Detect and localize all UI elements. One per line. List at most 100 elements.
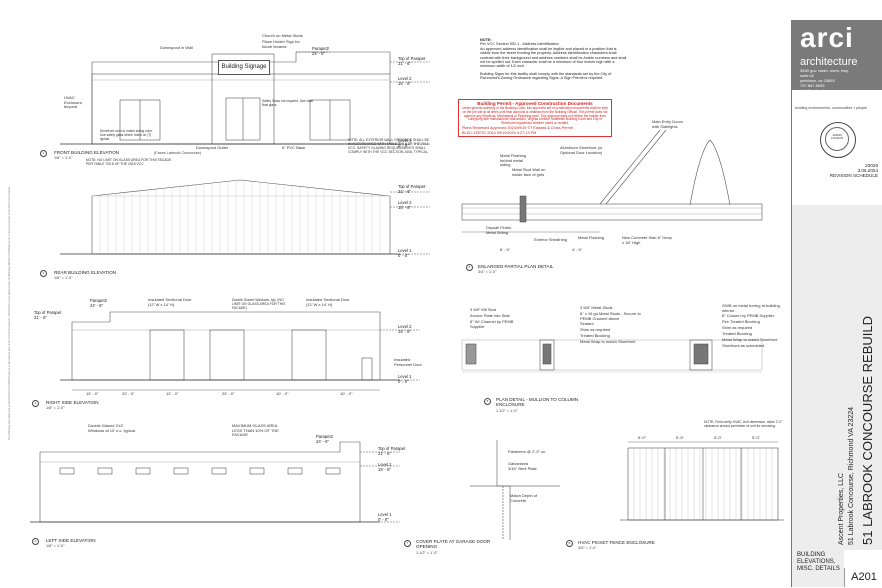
firm-logo: arci architecture 3630 gov. wash. mem. h… <box>792 20 882 93</box>
enlarged-plan-wall <box>461 203 763 221</box>
callout-placeholder-sign: Place Holder Sign for future tenants <box>262 39 300 49</box>
drawing-title-right: RIGHT SIDE ELEVATION <box>46 400 99 405</box>
mullion-right-7: Storefront as scheduled <box>722 343 765 348</box>
callout-insulated-door-2: Insulated Sectional Door (12' W x 14' H) <box>306 297 350 307</box>
callout-aluminum-storefront: Aluminum Storefront (or Optional Door Lo… <box>560 145 603 155</box>
cover-bent-plate <box>496 440 511 540</box>
dim-right-6: 10' - 0" <box>340 391 353 396</box>
dim-enlarged-2: 4' - 6" <box>572 247 583 252</box>
mullion-right-3: Fire Treated Blocking <box>722 319 760 324</box>
dim-right-1: 10' - 0" <box>86 391 99 396</box>
fence-note: NOTE: Field verify HVAC Unit dimension, … <box>704 420 783 428</box>
callout-exterior-sheathing: Exterior Sheathing <box>534 237 567 242</box>
callout-downspout-outlet: Downspout Outlet <box>196 145 228 150</box>
callout-safety-glass: Safety Glass not required. Use clear flo… <box>262 99 314 107</box>
mullion-left-stud <box>465 343 477 365</box>
mullion-right-4: Shim as required <box>722 325 753 330</box>
drawing-number-5: 5 <box>466 264 473 271</box>
dim-fence-2: 5'-0" <box>676 435 684 440</box>
enlarged-storefront-angle <box>599 129 661 205</box>
mullion-right-6: Metal Wrap to match Storefront <box>722 337 778 342</box>
mullion-right-2: 8" Column by PEMB Supplier <box>722 313 775 318</box>
drawing-scale-cover: 1 1/2" = 1'-0" <box>416 551 438 555</box>
drawing-number-3: 3 <box>32 400 39 407</box>
mullion-mid-1: 3 5/8" Metal Studs <box>580 305 613 310</box>
sheet-title: BUILDING ELEVATIONS, MISC. DETAILS <box>792 550 844 587</box>
drawing-title-enlarged: ENLARGED PARTIAL PLAN DETAIL <box>478 264 554 269</box>
drawing-scale-front: 1/8" = 1'-0" <box>54 156 73 160</box>
front-glass-note: NOTE: NO LIMIT ON GLASS AREA FOR THIS FA… <box>86 158 172 166</box>
project-name: 51 LABROOK CONCOURSE REBUILD <box>860 315 875 545</box>
mullion-mid-3: Sealant <box>580 321 594 326</box>
drawing-title-front: FRONT BUILDING ELEVATION <box>54 150 120 155</box>
callout-metal-flashing-2: Metal Flashing <box>578 235 605 240</box>
dim-right-5: 10' - 0" <box>276 391 289 396</box>
dim-enlarged-1: 6' - 6" <box>500 247 511 252</box>
mullion-mid-6: Metal Wrap to match Storefront <box>580 339 636 344</box>
right-door-2 <box>209 329 245 381</box>
callout-metal-flashing: Metal Flashing behind metal siding <box>500 153 527 168</box>
front-opening-note: NOTE: ALL EXTERIOR WALL OPENINGS SHALL B… <box>348 138 430 154</box>
callout-pvc-base: 6" PVC Base <box>282 145 306 150</box>
callout-new-concrete: New Concrete Slab 6" Deep x 18" High <box>622 235 672 245</box>
dim-right-3: 12' - 0" <box>166 391 179 396</box>
rear-siding <box>99 180 381 254</box>
drawing-scale-rear: 1/8" = 1'-0" <box>54 276 73 280</box>
sheet-number: A201 <box>844 568 882 587</box>
architect-seal: JASON LOCKLIN <box>820 122 856 158</box>
right-door-1 <box>149 329 185 381</box>
mullion-left-2: Anchor Plate into Stair <box>470 313 510 318</box>
address-note: NOTE: Per VCC Section 502.1 - Address Id… <box>480 38 627 81</box>
callout-hvac: HVAC Enclosure, beyond <box>64 95 83 110</box>
drawing-number-8: 8 <box>566 540 573 547</box>
front-parapet <box>91 51 391 74</box>
project-code: 23026 3.06.2024 REVISION SCHEDULE <box>829 163 878 178</box>
drawing-number-1: 1 <box>40 150 47 157</box>
callout-double-glazed: Double Glazed Windows, typ. (NO LIMIT ON… <box>232 298 286 310</box>
callout-church-sign: Church on Metal Studs <box>262 33 303 38</box>
drawing-scale-fence: 3/4" = 1'-0" <box>578 546 597 550</box>
drawing-scale-mullion: 1 1/2" = 1'-0" <box>496 409 518 413</box>
mullion-left-1: 3 5/8" Mtl Stud <box>470 307 497 312</box>
firm-tagline: building environments, communities + peo… <box>795 106 868 110</box>
mullion-mid-5: Treated Blocking <box>580 333 610 338</box>
right-wall <box>71 311 381 381</box>
drawing-number-2: 2 <box>40 270 47 277</box>
drawing-title-mullion: PLAN DETAIL - MULLION TO COLUMN ENCLOSUR… <box>496 397 579 407</box>
project-info: Ascent Properties, LLC 51 Labrook Concou… <box>792 205 882 550</box>
drawing-scale-right: 1/8" = 1'-0" <box>46 406 65 410</box>
drawing-scale-enlarged: 3/4" = 1'-0" <box>478 270 497 274</box>
permit-stamp: Building Permit - Approved Construction … <box>458 99 612 137</box>
mullion-mid-2: 8" x 16 ga Metal Studs - Secure to PEMB … <box>580 311 641 321</box>
enlarged-column <box>519 195 527 223</box>
callout-double-glazed-left: Double Glazed 2'x3' Windows at 10' o.c. … <box>88 423 137 433</box>
building-signage: Building Signage <box>218 60 270 75</box>
callout-insulated-door: Insulated Sectional Door (12' W x 14' H) <box>148 297 192 307</box>
callout-left-glass-note: MAXIMUM GLASS AREA LESS THAN 10% OF THE … <box>232 423 279 438</box>
enlarged-door-swing <box>689 139 731 206</box>
drawing-title-fence: HVAC PICKET FENCE ENCLOSURE <box>578 540 655 545</box>
drawing-title-rear: REAR BUILDING ELEVATION <box>54 270 117 275</box>
dim-right-2: 20' - 0" <box>122 391 135 396</box>
mullion-mid-column <box>539 339 555 371</box>
project-address: 51 Labrook Concourse, Richmond VA 23224 <box>848 406 855 545</box>
callout-drywall: Drywall Finish, Metal Siding <box>486 225 513 235</box>
mullion-right-1: GWB on metal furring at building interio… <box>722 303 780 313</box>
right-personnel-door <box>361 357 373 381</box>
mullion-plan-outline <box>461 339 763 371</box>
callout-storefront: Storefront color to match siding color. … <box>100 129 153 141</box>
